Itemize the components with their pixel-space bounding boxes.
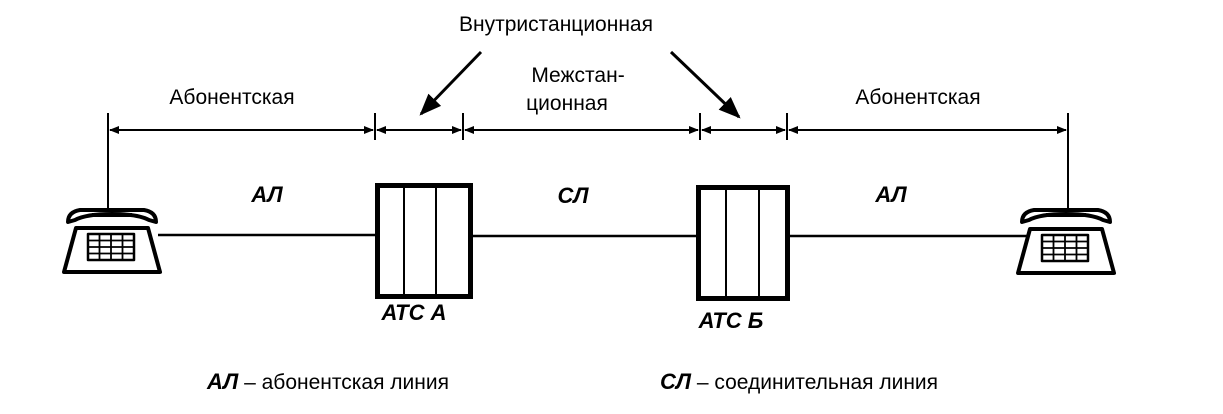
intra-station-arrow-right bbox=[669, 50, 741, 119]
legend-sl: СЛ – соединительная линия bbox=[660, 369, 938, 394]
telephone-left-icon bbox=[62, 208, 162, 274]
subscriber-label-left: Абонентская bbox=[169, 86, 294, 109]
al-label-left: АЛ bbox=[250, 182, 283, 207]
legend-al-text: – абонентская линия bbox=[238, 371, 449, 394]
legend-sl-abbr: СЛ bbox=[660, 369, 692, 394]
exchange-a-label: АТС А bbox=[381, 300, 447, 325]
subscriber-label-right: Абонентская bbox=[855, 86, 980, 109]
legend-al: АЛ – абонентская линия bbox=[206, 369, 449, 394]
al-label-right: АЛ bbox=[874, 182, 907, 207]
interstation-label-line1: Межстан- bbox=[531, 64, 624, 87]
exchange-b-box bbox=[696, 185, 790, 301]
intra-station-arrow-left bbox=[419, 50, 483, 116]
legend-sl-text: – соединительная линия bbox=[691, 371, 938, 394]
interstation-label-line2: ционная bbox=[526, 92, 608, 115]
telephone-right-icon bbox=[1016, 208, 1116, 275]
legend-al-abbr: АЛ bbox=[206, 369, 239, 394]
exchange-a-box bbox=[375, 183, 473, 299]
extension-ticks bbox=[107, 113, 1069, 212]
exchange-b-label: АТС Б bbox=[698, 308, 764, 333]
sl-label-middle: СЛ bbox=[557, 183, 589, 208]
intra-station-label: Внутристанционная bbox=[459, 13, 653, 36]
